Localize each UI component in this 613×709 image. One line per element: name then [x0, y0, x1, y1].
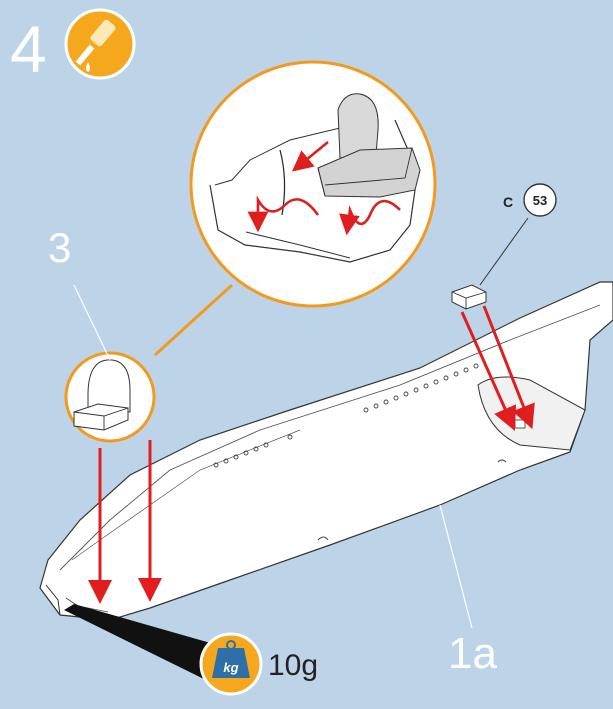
part-3-circle — [64, 351, 156, 443]
weight-value: 10g — [268, 649, 318, 682]
part-1a-label: 1a — [448, 629, 497, 678]
fuselage-part-1a — [39, 281, 613, 621]
weight-unit: kg — [223, 660, 238, 675]
part-1a-leader — [439, 504, 473, 629]
weight-beam — [64, 604, 228, 684]
part-3-label: 3 — [48, 224, 71, 271]
assembly-arrows-c53 — [460, 305, 535, 431]
detail-zoom-circle — [189, 60, 437, 308]
part-c53 — [451, 284, 487, 310]
weight-kg-icon: kg — [199, 632, 263, 696]
part-3-leader — [73, 284, 111, 361]
callout-number: 53 — [533, 193, 547, 208]
callout-circle — [523, 183, 557, 217]
detail-connector — [153, 283, 234, 357]
callout-leader-line — [479, 217, 529, 286]
callout-prefix: C — [503, 194, 513, 210]
assembly-arrows-part-3 — [88, 440, 162, 604]
glue-brush-icon — [64, 8, 136, 80]
step-number: 4 — [10, 12, 47, 86]
